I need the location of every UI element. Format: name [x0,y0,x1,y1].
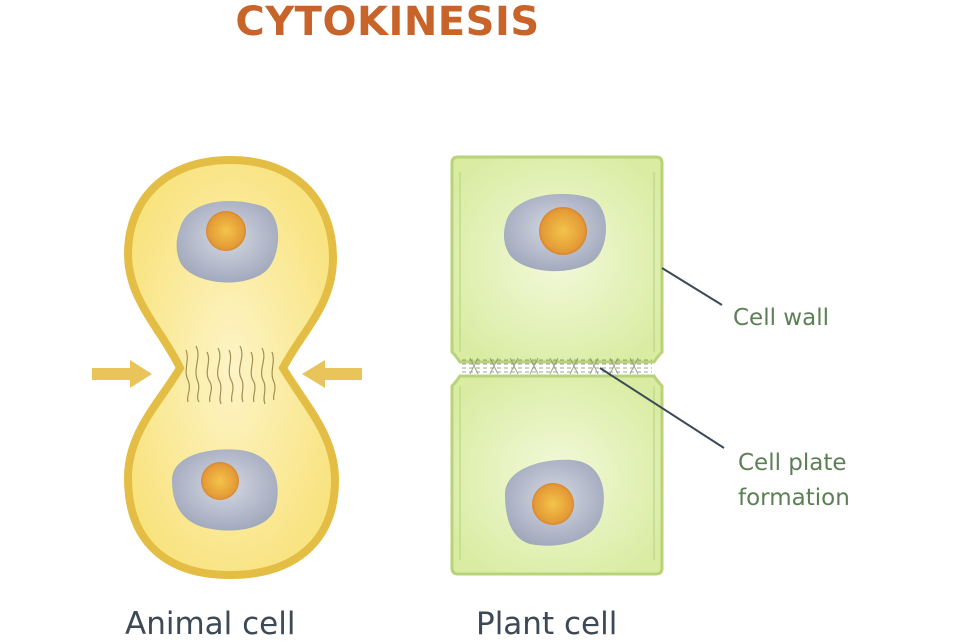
animal-cell [92,155,362,580]
cell-plate-label-line2: formation [738,485,850,511]
animal-nucleus-bottom [172,449,278,531]
plant-cell-label: Plant cell [476,606,618,642]
animal-nucleolus-bottom [201,462,239,500]
right-arrow [302,360,362,388]
cell-plate-callout-line [599,367,725,449]
cell-wall-label: Cell wall [733,305,829,331]
cell-plate-label-line1: Cell plate [738,450,847,476]
animal-cell-label: Animal cell [125,606,296,642]
animal-nucleolus-top [206,211,246,251]
cell-wall-callout-line [661,267,723,306]
animal-nucleus-top [176,201,279,283]
diagram-title: CYTOKINESIS [235,0,540,45]
plant-nucleolus-top [539,207,587,255]
plant-nucleolus-bottom [532,483,574,525]
left-arrow [92,360,152,388]
contractile-ring [185,345,276,405]
plant-nucleus-bottom [505,459,604,546]
plant-cell [450,155,725,576]
plant-nucleus-top [503,193,606,272]
cell-plate [462,357,652,375]
